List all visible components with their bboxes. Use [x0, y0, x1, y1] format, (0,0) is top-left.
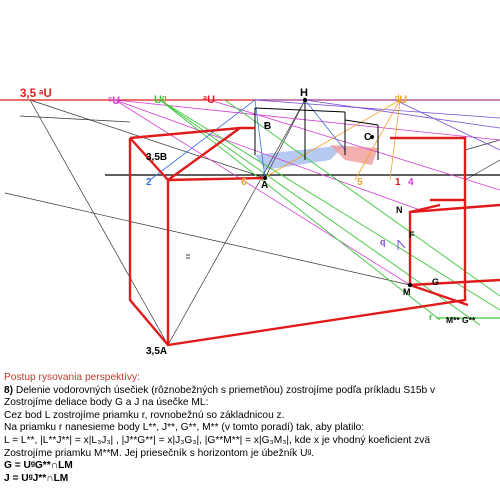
tick-marks	[186, 122, 268, 259]
label-pt-q: q	[380, 237, 386, 247]
point-markers	[262, 97, 413, 288]
label-vp-du: ᵈU	[395, 94, 407, 106]
label-pt-g: G	[432, 277, 439, 287]
notes-line-3: Cez bod L zostrojíme priamku r, rovnobež…	[4, 409, 285, 421]
inner-box	[254, 100, 379, 160]
green-guides	[159, 99, 500, 326]
nf-markers	[397, 239, 406, 250]
magenta-guides	[114, 99, 500, 286]
notes-line-7: G = UᵍG**∩LM	[4, 460, 73, 472]
point-c	[370, 135, 374, 139]
label-vp-ug: Uᵍ	[154, 94, 167, 106]
perspective-drawing: 3,5 ᵃU ᶜU Uᵍ ᵃU H ᵈU B C 3,5B A 3,5A N F…	[0, 87, 500, 357]
black-construction-lines	[4, 99, 500, 346]
label-num-6: 6	[241, 177, 247, 188]
label-pt-n: N	[396, 205, 403, 215]
point-m	[407, 282, 413, 288]
label-num-4: 4	[408, 177, 414, 188]
label-pt-35a: 3,5A	[146, 346, 167, 357]
notes-line-1-text: Delenie vodorovných úsečiek (rôznobežnýc…	[13, 384, 436, 396]
notes-line-4: Na priamku r nanesieme body L**, J**, G*…	[4, 422, 365, 434]
label-pt-m: M	[403, 287, 411, 297]
notes-line-6: Zostrojíme priamku M**M. Jej priesečník …	[4, 447, 315, 459]
purple-guides	[254, 99, 500, 151]
notes-line-1: 8) Delenie vodorovných úsečiek (rôznobež…	[4, 385, 500, 398]
blue-guides	[149, 99, 346, 181]
label-pt-a: A	[261, 180, 268, 191]
label-pt-c: C	[364, 132, 371, 143]
label-pt-mg: M** G**	[446, 315, 476, 325]
label-vp-cu: ᶜU	[108, 95, 120, 107]
point-a	[262, 175, 268, 181]
step-number: 8)	[4, 384, 14, 396]
point-h	[302, 97, 308, 103]
label-pt-r: r	[429, 312, 433, 322]
label-vp-35u: 3,5 ᵃU	[20, 88, 52, 100]
label-pt-b: B	[264, 121, 271, 132]
red-block	[128, 126, 500, 347]
label-vp-h: H	[300, 87, 308, 99]
notes-heading: Postup rysovania perspektívy:	[4, 372, 140, 383]
notes-line-8: J = UᵍJ**∩LM	[4, 472, 69, 484]
label-pt-f: F	[409, 230, 415, 240]
label-pt-35b: 3,5B	[146, 152, 167, 163]
label-num-1: 1	[395, 177, 401, 188]
shaded-plane-red	[330, 145, 378, 165]
label-vp-au: ᵃU	[203, 94, 215, 106]
construction-notes: Postup rysovania perspektívy: 8) Delenie…	[4, 372, 500, 485]
label-num-5: 5	[357, 177, 363, 188]
notes-line-5: L = L**, |L**J**| = x|L₃J₃| , |J**G**| =…	[4, 434, 431, 446]
label-num-2: 2	[146, 177, 152, 188]
notes-line-2: Zostrojíme deliace body G a J na úsečke …	[4, 397, 209, 409]
